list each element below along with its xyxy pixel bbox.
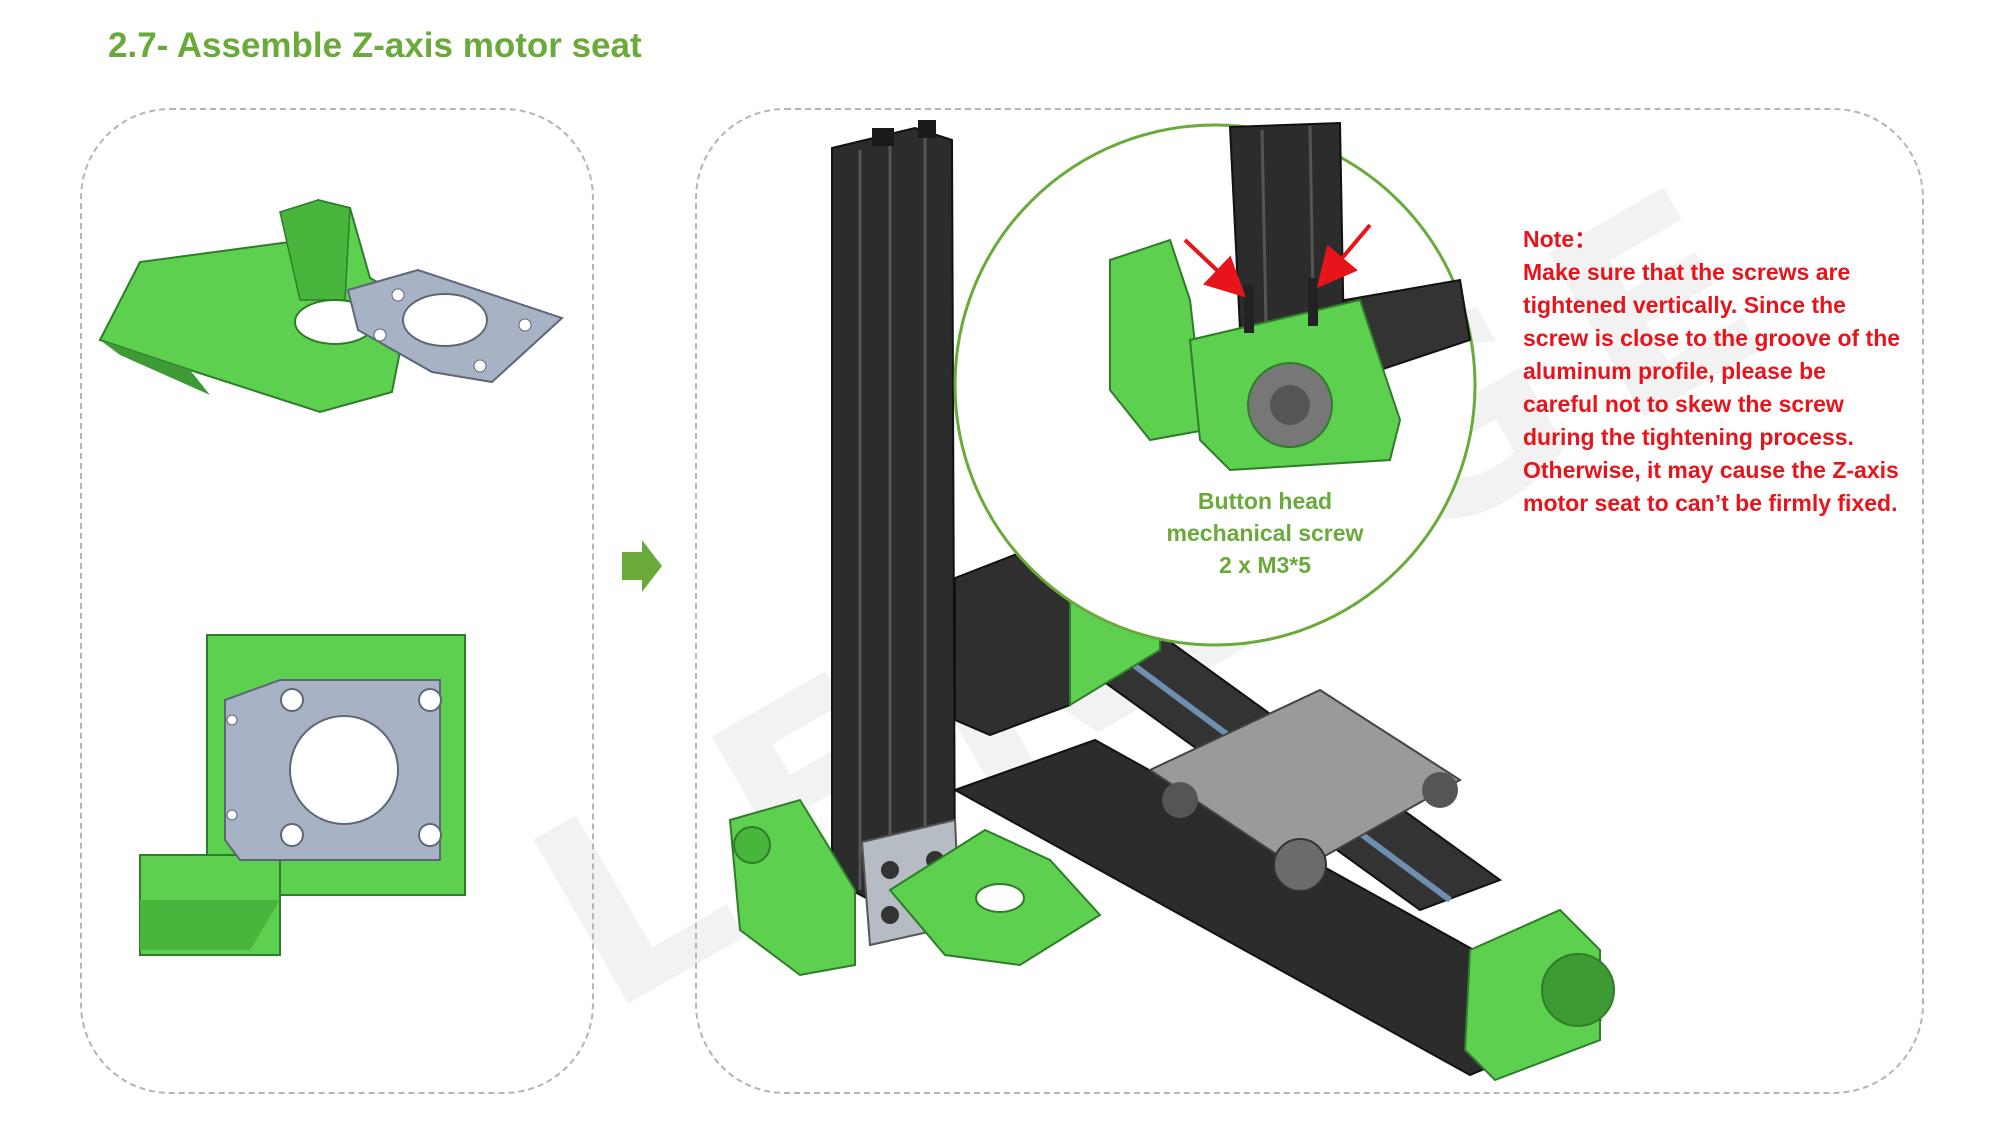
note-line: motor seat to can’t be firmly fixed.: [1523, 490, 1898, 516]
right-illustration-panel: [695, 108, 1924, 1094]
assembly-note: Note： Make sure that the screws are tigh…: [1523, 223, 1983, 520]
detail-callout: [953, 121, 1477, 647]
note-line: Otherwise, it may cause the Z-axis: [1523, 457, 1899, 483]
assembled-motor-seat-front: [139, 634, 466, 956]
screw-callout-label: Button head mechanical screw 2 x M3*5: [1120, 485, 1410, 581]
vertical-aluminum-profile: [831, 120, 957, 901]
screw-label-line: mechanical screw: [1166, 520, 1364, 546]
left-base-bracket: [728, 798, 856, 977]
note-line: Note：: [1523, 226, 1598, 252]
exploded-motor-seat-top: [98, 198, 412, 414]
carriage-plate: [1147, 688, 1462, 892]
next-step-arrow: [622, 540, 662, 592]
note-line: tightened vertically. Since the: [1523, 292, 1846, 318]
note-line: during the tightening process.: [1523, 424, 1854, 450]
right-end-bracket: [1463, 908, 1615, 1082]
screw-label-line: 2 x M3*5: [1218, 552, 1312, 578]
left-illustration-panel: [80, 108, 594, 1094]
note-line: screw is close to the groove of the: [1523, 325, 1901, 351]
note-line: careful not to skew the screw: [1523, 391, 1844, 417]
note-line: aluminum profile, please be: [1523, 358, 1826, 384]
screw-label-line: Button head: [1197, 488, 1333, 514]
note-line: Make sure that the screws are: [1523, 259, 1851, 285]
page-title: 2.7- Assemble Z-axis motor seat: [108, 26, 642, 65]
exploded-motor-plate: [346, 268, 564, 384]
motor-seat-installed: [888, 828, 1102, 967]
